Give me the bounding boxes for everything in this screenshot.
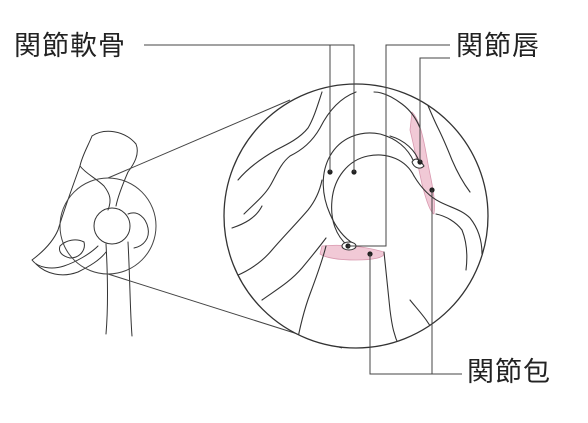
femur-small-shaft — [105, 241, 133, 337]
trochanter — [435, 213, 468, 271]
label-articular-cartilage: 関節軟骨 — [14, 31, 126, 62]
femur-neck-top — [413, 175, 483, 255]
pelvis-outline-inner — [243, 91, 357, 215]
iliac-wing — [91, 130, 138, 207]
trochanter-small — [127, 212, 149, 249]
pelvis-lower — [235, 179, 323, 277]
pelvis-top-right — [373, 91, 421, 129]
pelvis-lower-2 — [261, 237, 327, 301]
connector-top — [107, 99, 291, 179]
ischium — [31, 165, 99, 269]
obturator — [59, 239, 85, 259]
pelvis-ridge — [231, 205, 263, 229]
leader-labrum-branch — [419, 57, 450, 162]
leader-cartilage — [144, 44, 355, 172]
leader-labrum-main — [348, 44, 450, 247]
label-labrum: 関節唇 — [456, 31, 540, 62]
pelvis-right-edge — [419, 87, 471, 193]
pelvis-outline-left — [237, 91, 323, 181]
leader-capsule-a — [369, 254, 462, 375]
label-joint-capsule: 関節包 — [467, 357, 551, 388]
femur-neck-bottom — [383, 251, 401, 348]
pubis — [35, 251, 107, 276]
femoral-head — [331, 154, 415, 247]
pelvis-overview — [31, 130, 157, 337]
femur-shaft-left — [295, 245, 327, 348]
leader-lines — [144, 44, 462, 375]
iliac-inner — [79, 135, 111, 211]
magnified-view — [223, 83, 489, 349]
femoral-head-small — [93, 207, 131, 245]
